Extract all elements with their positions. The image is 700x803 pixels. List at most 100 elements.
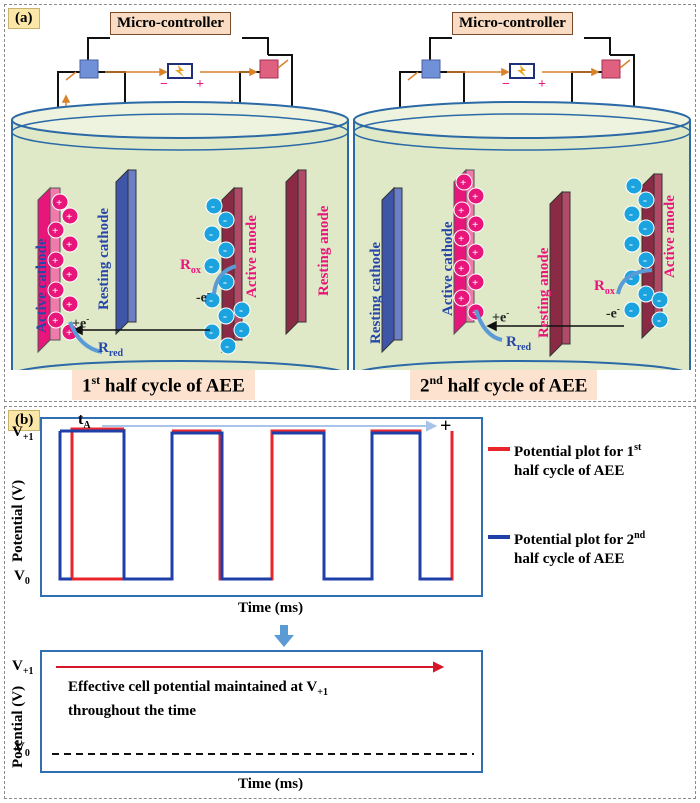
svg-text:+: + xyxy=(52,315,58,327)
legend-red-swatch xyxy=(488,447,510,451)
svg-text:-: - xyxy=(209,325,213,339)
panel-b xyxy=(4,406,696,799)
right-cation-cluster xyxy=(453,173,485,321)
panel-b-tag: (b) xyxy=(8,410,41,431)
bottom-plot-y-low: V0 xyxy=(14,740,30,759)
svg-text:+: + xyxy=(52,225,58,237)
right-electron-loss-label: -e- xyxy=(606,304,620,322)
svg-text:-: - xyxy=(225,339,229,353)
svg-text:-: - xyxy=(643,253,647,267)
legend-blue-swatch xyxy=(488,535,510,539)
svg-text:-: - xyxy=(239,323,243,337)
right-electron-gain-label: +e- xyxy=(492,308,510,326)
red-square-wave xyxy=(70,427,454,581)
left-r-ox-label: Rox xyxy=(180,257,201,276)
svg-text:-: - xyxy=(643,193,647,207)
right-microcontroller-label: Micro-controller xyxy=(452,12,573,35)
svg-text:-: - xyxy=(629,207,633,221)
svg-text:+: + xyxy=(66,239,72,251)
right-r-ox-label: Rox xyxy=(594,278,615,297)
right-r-red-label: Rred xyxy=(506,334,532,353)
svg-text:+: + xyxy=(458,205,464,217)
svg-text:-: - xyxy=(657,293,661,307)
svg-text:-: - xyxy=(657,313,661,327)
right-cell-illustration: − + ++++ ++++ ++ ---- ---- --- xyxy=(353,37,691,370)
svg-text:-: - xyxy=(631,179,635,193)
svg-text:+: + xyxy=(460,177,466,189)
svg-text:+: + xyxy=(472,277,478,289)
svg-text:+: + xyxy=(196,77,204,92)
right-connector-red xyxy=(601,59,621,79)
svg-text:-: - xyxy=(643,221,647,235)
top-plot-y-high: V+1 xyxy=(12,424,34,443)
plus-marker: + xyxy=(440,415,452,437)
ta-arrow xyxy=(102,420,438,432)
svg-text:-: - xyxy=(223,213,227,227)
svg-text:+: + xyxy=(472,191,478,203)
svg-text:+: + xyxy=(472,219,478,231)
panel-a xyxy=(4,4,696,402)
svg-text:−: − xyxy=(502,77,510,92)
right-anion-cluster xyxy=(623,177,669,329)
left-active-cathode-label: Active cathode xyxy=(34,238,50,333)
left-electron-gain-label: +e- xyxy=(72,314,90,332)
svg-text:-: - xyxy=(629,271,633,285)
svg-text:-: - xyxy=(209,293,213,307)
right-resting-anode-label: Resting anode xyxy=(536,247,552,338)
right-resting-cathode-label: Resting cathode xyxy=(368,241,384,344)
left-resting-cathode-label: Resting cathode xyxy=(96,207,112,310)
svg-text:+: + xyxy=(66,299,72,311)
left-r-red-label: Rred xyxy=(98,340,124,359)
left-active-anode-label: Active anode xyxy=(244,215,260,298)
effective-potential-arrow xyxy=(56,661,445,673)
bottom-plot-y-high: V+1 xyxy=(12,658,34,677)
svg-text:+: + xyxy=(472,247,478,259)
svg-text:+: + xyxy=(66,269,72,281)
down-arrow-icon xyxy=(274,625,294,647)
ta-label: tA xyxy=(78,411,91,432)
svg-text:+: + xyxy=(458,233,464,245)
svg-text:-: - xyxy=(223,309,227,323)
left-anion-cluster xyxy=(203,197,251,355)
bottom-plot-svg xyxy=(52,661,474,755)
left-resting-anode-plate xyxy=(285,168,299,336)
top-plot-ylabel: Potential (V) xyxy=(10,479,26,562)
left-microcontroller-label: Micro-controller xyxy=(110,12,231,35)
top-plot-svg xyxy=(58,420,454,581)
right-active-cathode-label: Active cathode xyxy=(440,221,456,316)
top-plot-y-low: V0 xyxy=(14,568,30,587)
svg-text:+: + xyxy=(458,293,464,305)
svg-text:+: + xyxy=(66,327,72,339)
right-connector-blue xyxy=(421,59,441,79)
svg-text:-: - xyxy=(643,287,647,301)
svg-text:+: + xyxy=(52,285,58,297)
left-resting-anode-label: Resting anode xyxy=(316,205,332,296)
svg-text:-: - xyxy=(629,303,633,317)
svg-text:−: − xyxy=(160,77,168,92)
left-resting-cathode-plate xyxy=(115,168,129,336)
svg-text:-: - xyxy=(629,237,633,251)
left-connector-red xyxy=(259,59,279,79)
svg-text:+: + xyxy=(538,77,546,92)
svg-text:-: - xyxy=(239,303,243,317)
svg-text:-: - xyxy=(223,275,227,289)
svg-text:-: - xyxy=(223,243,227,257)
bottom-plot-xlabel: Time (ms) xyxy=(238,776,304,792)
top-potential-plot: tA + xyxy=(40,411,483,597)
blue-square-wave xyxy=(58,429,452,581)
right-active-anode-label: Active anode xyxy=(662,195,678,278)
svg-text:-: - xyxy=(209,259,213,273)
left-cell-illustration: − + ++++ ++++ ++ ---- xyxy=(11,37,349,370)
svg-text:+: + xyxy=(56,197,62,209)
left-electron-loss-label: -e- xyxy=(196,288,210,306)
svg-text:+: + xyxy=(458,263,464,275)
svg-text:-: - xyxy=(211,199,215,213)
left-connector-blue xyxy=(79,59,99,79)
bottom-potential-plot: Effective cell potential maintained at V… xyxy=(40,650,483,773)
left-cation-cluster xyxy=(47,193,79,341)
svg-text:+: + xyxy=(66,211,72,223)
panel-a-tag: (a) xyxy=(8,8,40,29)
svg-text:+: + xyxy=(52,255,58,267)
